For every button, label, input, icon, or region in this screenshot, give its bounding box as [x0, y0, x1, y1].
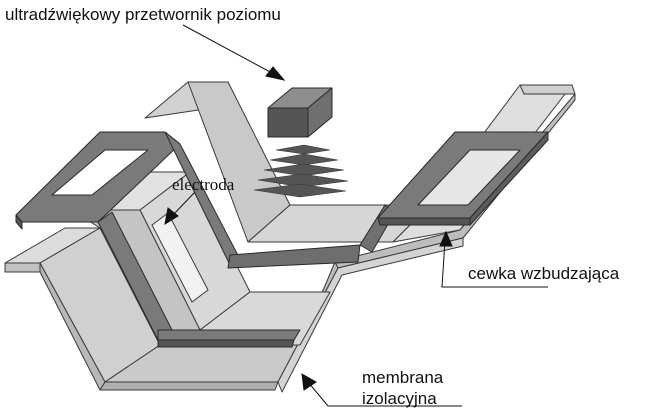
membrane-label-line1: membrana	[362, 368, 444, 387]
coil-bottom-bar-edge	[157, 339, 295, 348]
membrane-leader	[307, 381, 462, 407]
membrane-left-flange-edge	[4, 262, 41, 273]
transducer-side-face	[307, 87, 333, 138]
wave-ring-4	[257, 173, 349, 188]
coil-left-loop-side	[15, 214, 23, 230]
membrane-arrowhead	[301, 373, 317, 391]
membrane-right-flange	[519, 84, 576, 95]
electrode-strip	[151, 212, 209, 303]
coil-right-loop-side	[377, 217, 471, 226]
wave-ring-1	[275, 144, 331, 155]
ultrasonic-waves	[253, 144, 349, 198]
membrane-front-bottom-edge	[99, 381, 279, 391]
transducer-arrowhead	[265, 66, 286, 81]
wave-ring-5	[253, 183, 347, 198]
coil-label: cewka wzbudzająca	[468, 264, 620, 283]
wave-ring-3	[263, 163, 345, 177]
coil-right-loop-hole	[417, 149, 521, 206]
coil-arrowhead	[439, 230, 453, 247]
transducer-leader	[182, 24, 273, 74]
electrode-plate	[151, 212, 209, 303]
electrode-arrowhead	[164, 207, 179, 226]
leader-lines	[164, 24, 548, 407]
coil-bottom-bar	[157, 329, 301, 341]
electrode-label: electroda	[172, 175, 235, 194]
coil-left-loop-hole	[51, 149, 149, 196]
electrode-leader	[171, 191, 196, 217]
membrane-label-line2: izolacyjna	[362, 389, 437, 408]
coil-leader	[441, 239, 548, 288]
excitation-coil	[15, 131, 549, 348]
coil-right-loop-side2	[469, 131, 549, 226]
transducer-label: ultradźwiękowy przetwornik poziomu	[5, 5, 281, 24]
coil-floor-bar	[227, 244, 361, 269]
transducer-front-face	[267, 107, 309, 138]
wave-ring-2	[269, 153, 339, 166]
ultrasonic-transducer	[267, 87, 333, 138]
